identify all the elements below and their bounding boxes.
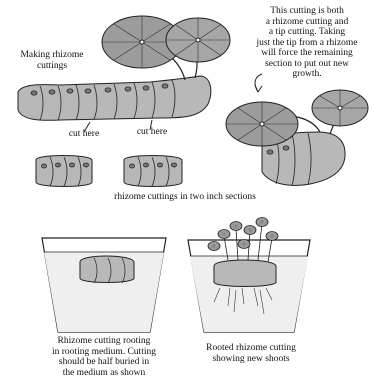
label-line: Making rhizome [10, 50, 94, 61]
label-line: will force the remaining [240, 48, 374, 59]
rooted-pot [188, 218, 310, 333]
label-line: cuttings [10, 61, 94, 72]
label-cut-here-right: cut here [122, 127, 182, 138]
label-rooting-medium: Rhizome cutting rooting in rooting mediu… [24, 336, 184, 378]
label-line: This cutting is both [240, 6, 374, 17]
label-rooted-cutting: Rooted rhizome cutting showing new shoot… [186, 343, 316, 364]
label-line: growth. [240, 69, 374, 80]
label-line: cut here [137, 127, 167, 137]
label-line: cut here [69, 129, 99, 139]
label-line: a tip cutting. Taking [240, 27, 374, 38]
label-line: a rhizome cutting and [240, 17, 374, 28]
label-two-inch-sections: rhizome cuttings in two inch sections [90, 192, 280, 203]
label-cut-here-left: cut here [54, 129, 114, 140]
cut-sections [36, 156, 182, 187]
label-line: Rhizome cutting rooting [24, 336, 184, 347]
label-making-cuttings: Making rhizome cuttings [10, 50, 94, 71]
tip-cutting [226, 74, 368, 186]
label-line: section to put out new [240, 59, 374, 70]
label-line: should be half buried in [24, 357, 184, 368]
label-line: showing new shoots [186, 354, 316, 365]
label-line: just the tip from a rhizome [240, 38, 374, 49]
label-line: in rooting medium. Cutting [24, 347, 184, 358]
label-line: the medium as shown [24, 368, 184, 379]
label-line: rhizome cuttings in two inch sections [114, 192, 256, 202]
label-tip-note: This cutting is both a rhizome cutting a… [240, 6, 374, 80]
label-line: Rooted rhizome cutting [186, 343, 316, 354]
rooting-pot [42, 238, 166, 332]
rhizome-leaves [102, 16, 230, 68]
